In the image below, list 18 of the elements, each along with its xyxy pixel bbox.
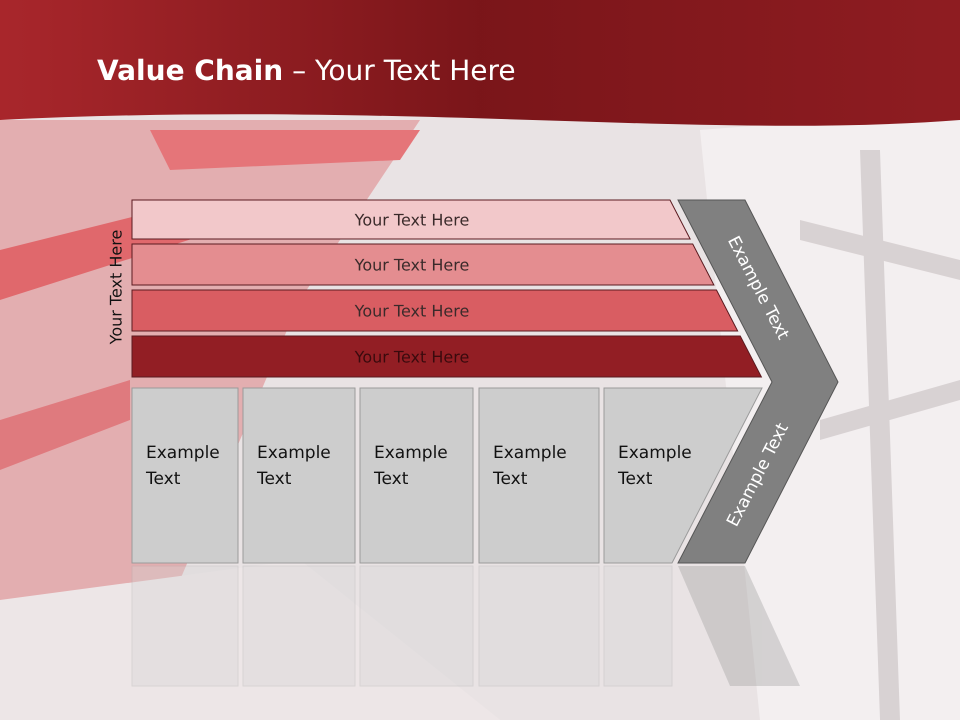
box-label: Example Text (257, 442, 332, 491)
box-label: Example Text (374, 442, 449, 491)
box-label: Example Text (146, 442, 221, 491)
activity-bar (132, 200, 690, 239)
bar-label: Your Text Here (354, 347, 470, 366)
box-label: Example Text (493, 442, 568, 491)
bar-label: Your Text Here (354, 255, 470, 274)
axis-label: Your Text Here (106, 230, 126, 344)
activity-bar (132, 244, 714, 285)
activity-box (132, 388, 238, 563)
box-label: Example Text (618, 442, 693, 491)
activity-box (479, 388, 599, 563)
activity-bar (132, 336, 762, 377)
bar-label: Your Text Here (354, 301, 470, 320)
slide-title: Value Chain – Your Text Here (97, 54, 516, 87)
activity-box (243, 388, 355, 563)
activity-box (360, 388, 473, 563)
bar-label: Your Text Here (354, 210, 470, 229)
